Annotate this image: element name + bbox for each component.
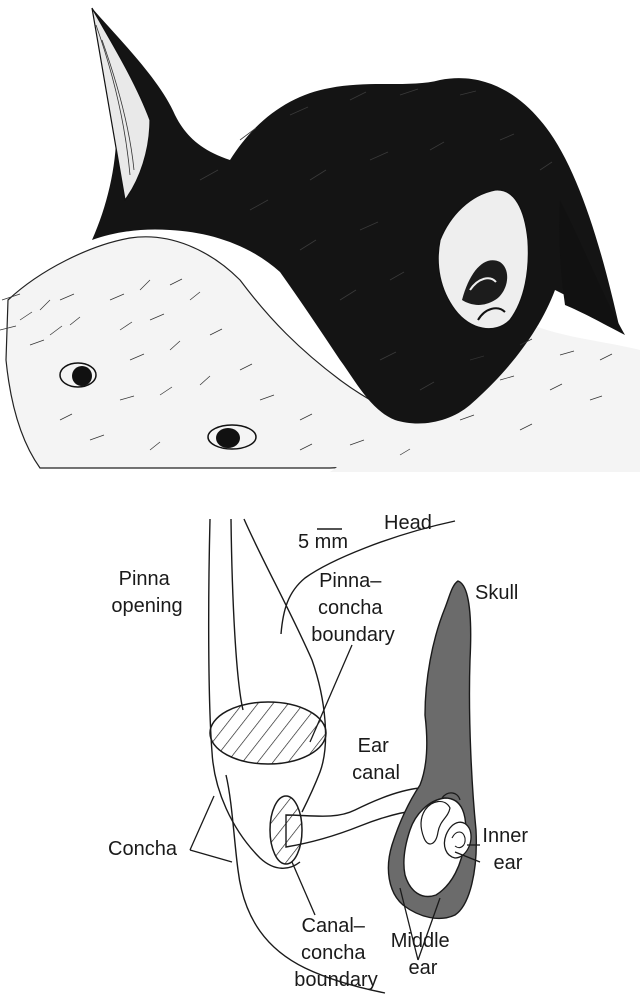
left-eye [60,363,96,387]
scale-bar-label: 5 mm [298,531,348,553]
label-ear-canal: Ear canal [352,735,400,784]
label-skull: Skull [475,582,518,604]
pinna-middle-line [231,519,243,710]
label-pinna-opening: Pinna opening [111,568,182,617]
pinna-left-line [209,519,212,752]
pinna-concha-boundary-shape [210,702,326,764]
label-middle-ear: Middle ear [391,930,455,979]
bat-head-illustration [0,8,640,472]
label-canal-concha-boundary: Canal– concha boundary [294,915,377,991]
label-concha: Concha [108,838,178,860]
canal-concha-boundary-shape [270,796,302,864]
right-eye [208,425,256,449]
label-inner-ear: Inner ear [482,825,533,874]
label-head: Head [384,512,432,534]
label-pinna-concha-boundary: Pinna– concha boundary [311,570,394,646]
pinna-right-line [244,519,326,812]
ear-anatomy-diagram: 5 mm [108,512,534,993]
